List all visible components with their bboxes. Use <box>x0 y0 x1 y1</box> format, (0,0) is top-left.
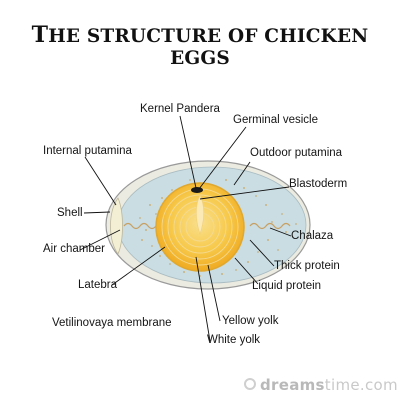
latebra <box>195 194 205 235</box>
label-white-yolk: White yolk <box>207 334 261 346</box>
watermark: dreamstime.com <box>260 376 398 394</box>
label-thick-protein: Thick protein <box>274 260 340 272</box>
diagram-title: THE STRUCTURE OF CHICKEN EGGS <box>0 22 400 69</box>
chalaza-left <box>123 222 157 230</box>
label-air-chamber: Air chamber <box>43 243 105 255</box>
title-rest: HE STRUCTURE OF CHICKEN EGGS <box>48 26 369 69</box>
label-kernel-pandera: Kernel Pandera <box>140 103 220 115</box>
watermark-bold: dreams <box>260 376 325 394</box>
label-blastoderm: Blastoderm <box>289 178 348 190</box>
leader-lines <box>79 115 292 342</box>
label-internal-putamina: Internal putamina <box>43 145 132 157</box>
title-first-letter: T <box>31 22 49 48</box>
label-liquid-protein: Liquid protein <box>252 280 322 292</box>
label-latebra: Latebra <box>78 279 118 291</box>
label-vitelline-membrane: Vetilinovaya membrane <box>52 317 172 329</box>
watermark-logo-icon <box>244 378 256 390</box>
label-yellow-yolk: Yellow yolk <box>222 315 279 327</box>
label-shell: Shell <box>57 207 83 219</box>
germinal-disc <box>191 187 203 193</box>
watermark-light: time.com <box>324 376 398 394</box>
albumen-speckles <box>139 179 297 277</box>
chalaza-right <box>249 222 291 230</box>
air-chamber <box>110 197 123 255</box>
label-chalaza: Chalaza <box>291 230 334 242</box>
label-outdoor-putamina: Outdoor putamina <box>250 147 343 159</box>
label-germinal-vesicle: Germinal vesicle <box>233 114 318 126</box>
